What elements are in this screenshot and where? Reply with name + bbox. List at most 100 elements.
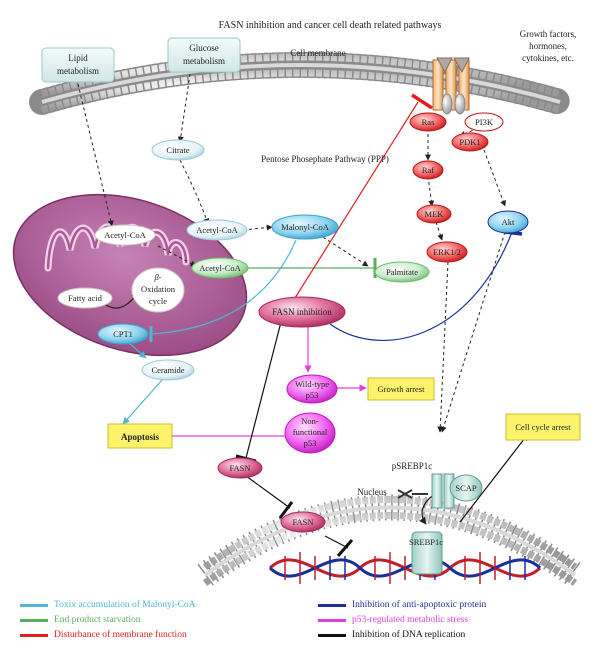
cell-membrane-label: Cell membrane (290, 48, 345, 58)
svg-text:Citrate: Citrate (166, 145, 189, 155)
glucose-metabolism-box: Glucose metabolism (167, 37, 241, 73)
svg-text:FASN: FASN (292, 517, 313, 527)
malonyl-coa-node: Malonyl-CoA (271, 214, 339, 240)
svg-text:p53: p53 (306, 390, 319, 400)
svg-text:PI3K: PI3K (475, 117, 494, 127)
legend: Toxix accumulation of Malonyl-CoA End pr… (0, 596, 600, 658)
cell-membrane-top (29, 52, 573, 115)
acetyl-coa-green-node: Acetyl-CoA (191, 257, 249, 279)
svg-text:Ceramide: Ceramide (151, 365, 184, 375)
legend-swatch (20, 633, 48, 637)
legend-label: Toxix accumulation of Malonyl-CoA (54, 600, 196, 610)
svg-text:Growth factors,: Growth factors, (520, 29, 576, 39)
growth-factors-label: Growth factors, hormones, cytokines, etc… (520, 29, 576, 63)
svg-text:Cell cycle arrest: Cell cycle arrest (515, 422, 571, 432)
legend-item-p53: p53-regulated metabolic stress (318, 615, 468, 625)
acetyl-coa-mito-node: Acetyl-CoA (94, 224, 156, 246)
growth-factor-receptor (432, 57, 470, 115)
svg-text:Glucose: Glucose (189, 43, 219, 53)
svg-text:p53: p53 (304, 438, 317, 448)
scissors-icon (397, 489, 428, 499)
legend-label: Disturbance of membrane function (54, 630, 187, 640)
svg-text:Acetyl-CoA: Acetyl-CoA (104, 230, 146, 240)
svg-text:FASN inhibition: FASN inhibition (272, 307, 332, 317)
dna-helix (268, 552, 542, 584)
svg-text:cycle: cycle (149, 296, 167, 306)
svg-text:MEK: MEK (425, 209, 445, 219)
legend-label: p53-regulated metabolic stress (352, 615, 469, 625)
svg-text:Non-: Non- (301, 416, 319, 426)
legend-swatch (20, 603, 48, 607)
svg-text:Palmitate: Palmitate (386, 267, 418, 277)
svg-text:CPT1: CPT1 (113, 329, 133, 339)
svg-text:FASN: FASN (229, 463, 250, 473)
svg-text:Raf: Raf (422, 165, 434, 175)
akt-inhibition-line (329, 230, 523, 342)
dna-inhibition-lines (235, 321, 529, 557)
citrate-node: Citrate (151, 139, 205, 161)
erk-node: ERK1/2 (426, 241, 468, 263)
fasn-node-2: FASN (280, 511, 326, 533)
diagram-title: FASN inhibition and cancer cell death re… (219, 20, 442, 31)
dashed-arrows (77, 73, 506, 433)
legend-swatch (318, 633, 346, 637)
svg-text:Akt: Akt (502, 217, 515, 227)
legend-swatch (318, 603, 346, 607)
apoptosis-box: Apoptosis (107, 423, 173, 449)
svg-text:Acetyl-CoA: Acetyl-CoA (199, 263, 241, 273)
scap-complex: SCAP (431, 473, 483, 509)
legend-item-anti-apoptotic: Inhibition of anti-apoptoxic protein (318, 600, 486, 610)
svg-text:SCAP: SCAP (455, 483, 477, 493)
mek-node: MEK (416, 204, 452, 224)
svg-text:ERK1/2: ERK1/2 (433, 247, 461, 257)
svg-text:Ras: Ras (422, 117, 435, 127)
p53-lines (151, 326, 367, 440)
svg-text:Malonyl-CoA: Malonyl-CoA (281, 222, 330, 232)
legend-item-malonyl: Toxix accumulation of Malonyl-CoA (20, 600, 196, 610)
svg-text:functional: functional (293, 427, 328, 437)
akt-node: Akt (487, 210, 529, 234)
pdk1-node: PDK1 (451, 132, 489, 152)
fasn-inhibition-node: FASN inhibition (258, 296, 346, 328)
lipid-metabolism-box: Lipid metabolism (41, 47, 115, 83)
beta-oxidation-node: β- Oxidation cycle (131, 267, 185, 313)
malonyl-accumulation-lines (122, 239, 297, 425)
svg-text:Growth arrest: Growth arrest (378, 384, 426, 394)
ras-node: Ras (409, 112, 447, 132)
svg-text:Fatty acid: Fatty acid (68, 293, 103, 303)
legend-label: End product starvation (54, 615, 141, 625)
nuclear-membrane (197, 494, 583, 586)
cpt1-node: CPT1 (97, 323, 149, 345)
svg-text:PDK1: PDK1 (459, 137, 480, 147)
ceramide-node: Ceramide (141, 359, 195, 381)
membrane-disturbance-line (294, 93, 433, 299)
pi3k-node: PI3K (464, 112, 504, 132)
svg-text:Acetyl-CoA: Acetyl-CoA (196, 225, 238, 235)
svg-text:Oxidation: Oxidation (141, 284, 176, 294)
svg-text:SREBP1c: SREBP1c (409, 537, 443, 547)
legend-item-starvation: End product starvation (20, 615, 141, 625)
cell-cycle-arrest-box: Cell cycle arrest (505, 413, 581, 441)
legend-label: Inhibition of DNA replication (352, 630, 466, 640)
acetyl-coa-cyto-node: Acetyl-CoA (186, 219, 248, 241)
legend-swatch (20, 618, 48, 622)
fasn-node-1: FASN (217, 457, 263, 479)
growth-arrest-box: Growth arrest (367, 377, 435, 401)
fatty-acid-node: Fatty acid (57, 287, 113, 309)
svg-text:metabolism: metabolism (57, 66, 99, 76)
legend-item-membrane: Disturbance of membrane function (20, 630, 187, 640)
wild-type-p53-node: Wild-type p53 (286, 374, 338, 404)
legend-item-dna: Inhibition of DNA replication (318, 630, 465, 640)
legend-label: Inhibition of anti-apoptoxic protein (352, 600, 487, 610)
svg-text:Apoptosis: Apoptosis (121, 432, 160, 442)
svg-text:Wild-type: Wild-type (295, 379, 329, 389)
svg-text:metabolism: metabolism (183, 56, 225, 66)
starvation-line (246, 258, 377, 278)
nonfunctional-p53-node: Non- functional p53 (284, 412, 336, 454)
svg-text:β-: β- (153, 272, 161, 282)
svg-text:Lipid: Lipid (68, 53, 88, 63)
palmitate-node: Palmitate (374, 261, 430, 283)
nucleus-label: Nucleus (357, 487, 387, 497)
srebp1c-node: SREBP1c (409, 531, 443, 575)
